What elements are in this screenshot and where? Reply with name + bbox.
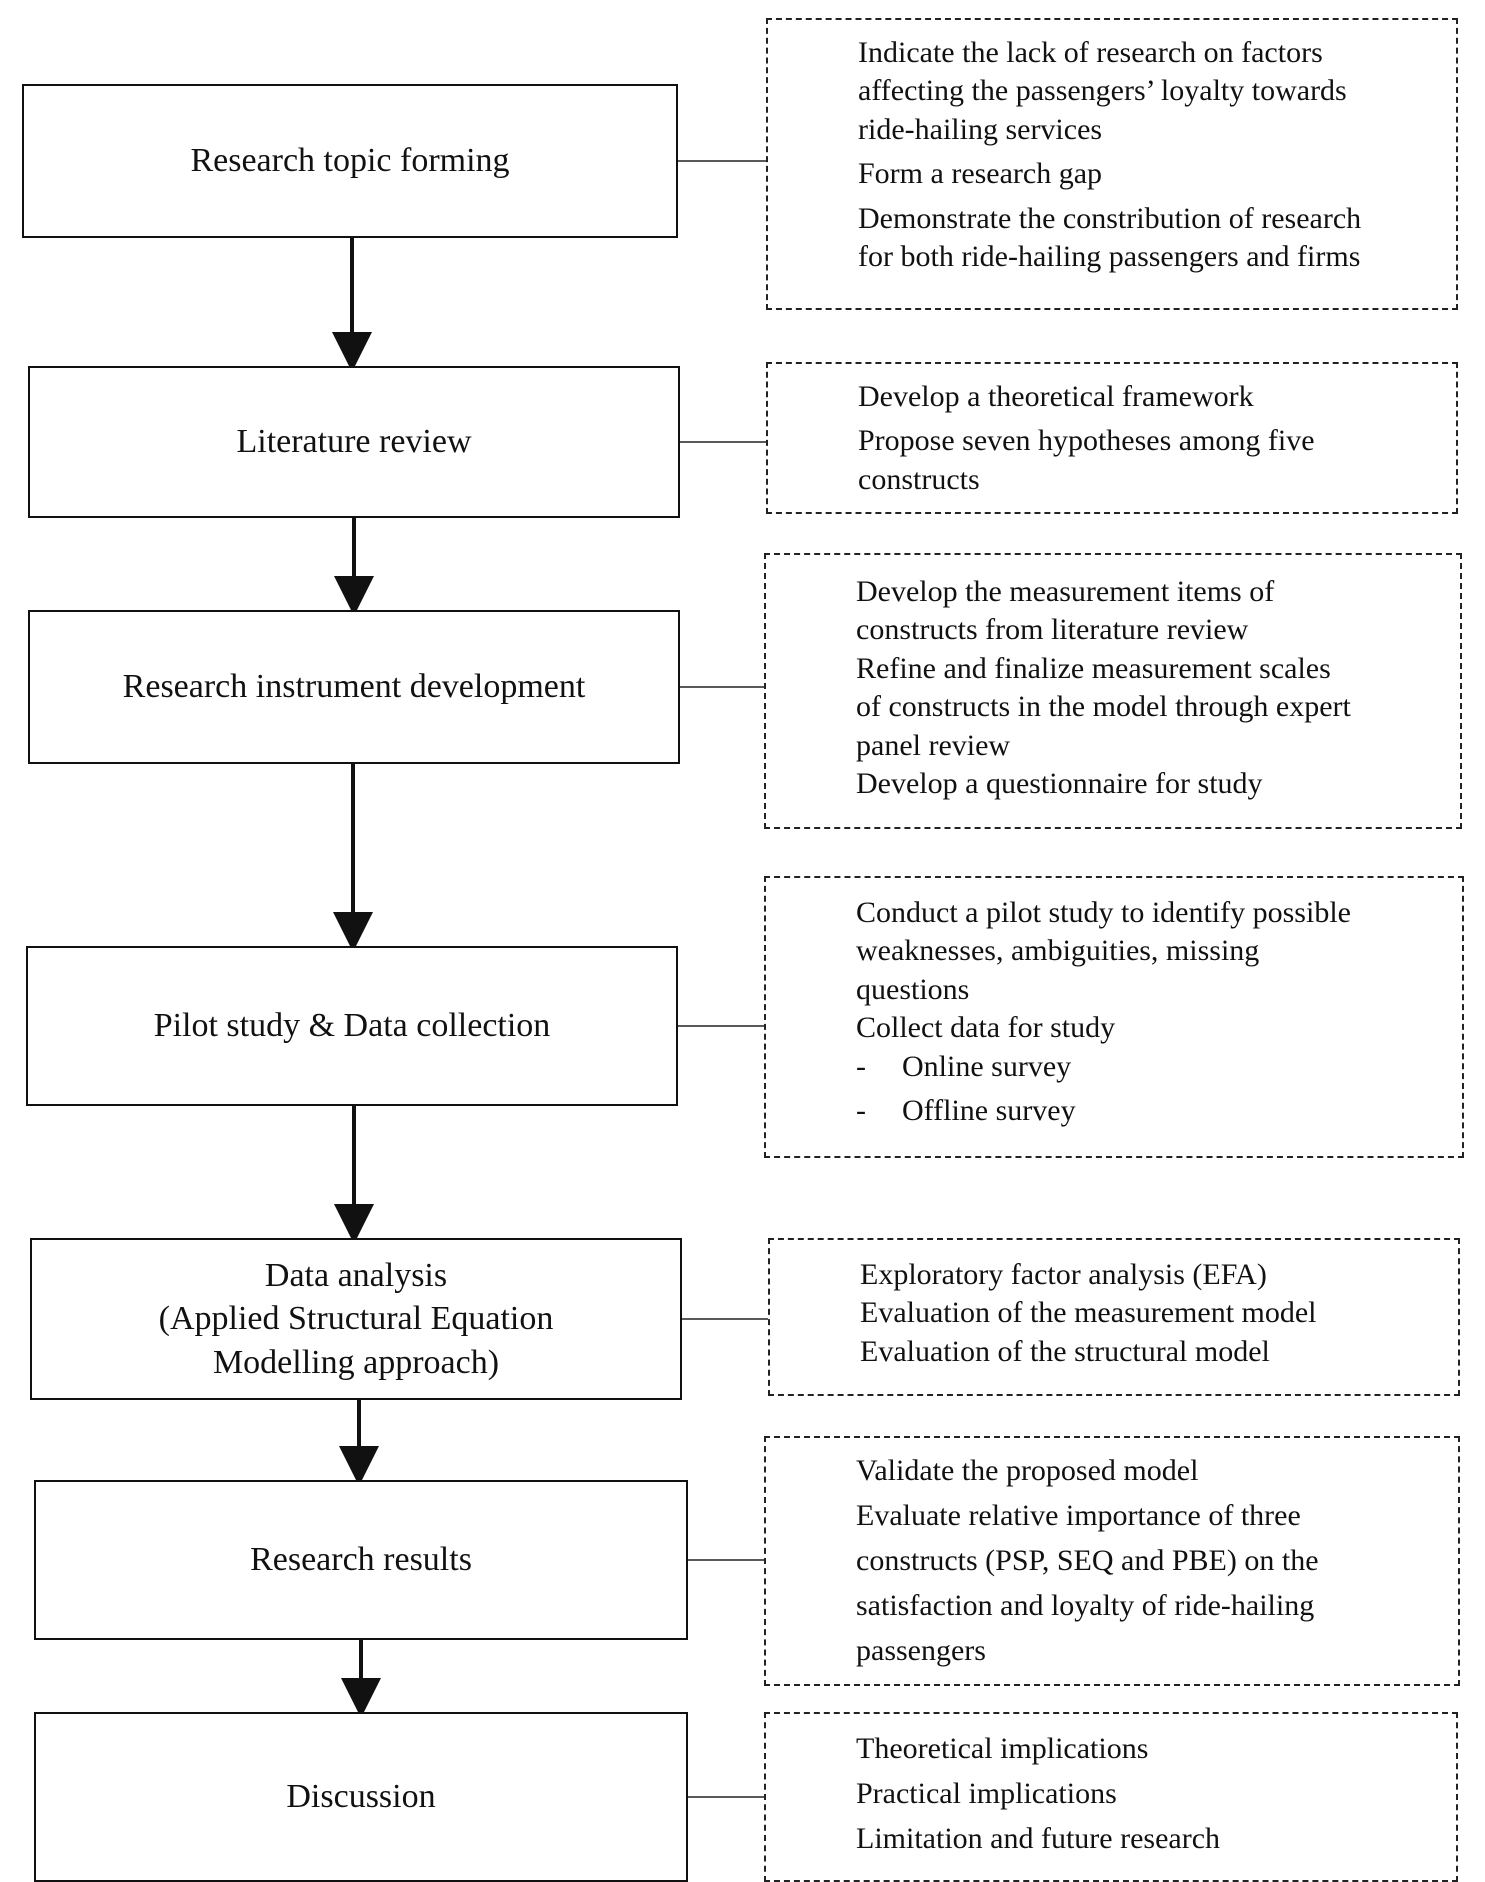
- note-line: Exploratory factor analysis (EFA): [860, 1258, 1267, 1291]
- note-line: of constructs in the model through exper…: [856, 690, 1351, 724]
- note-bullet: -Online survey: [856, 1049, 1072, 1083]
- step-research-results: Research results: [34, 1480, 688, 1640]
- note-line: constructs (PSP, SEQ and PBE) on the: [856, 1544, 1319, 1577]
- step-label: Research topic forming: [190, 142, 510, 180]
- note-line: Evaluation of the structural model: [860, 1334, 1270, 1368]
- step-literature-review: Literature review: [28, 366, 680, 518]
- step-discussion: Discussion: [34, 1712, 688, 1882]
- note-line: for both ride-hailing passengers and fir…: [858, 239, 1361, 273]
- note-line: Develop a theoretical framework: [858, 380, 1254, 413]
- note-literature-review: Develop a theoretical framework Propose …: [766, 362, 1458, 514]
- note-line: Form a research gap: [858, 157, 1103, 191]
- note-bullet: -Offline survey: [856, 1093, 1076, 1127]
- note-line: satisfaction and loyalty of ride-hailing: [856, 1589, 1315, 1622]
- step-label: Pilot study & Data collection: [153, 1007, 551, 1045]
- note-line: Propose seven hypotheses among five: [858, 424, 1315, 458]
- note-line: panel review: [856, 728, 1011, 762]
- note-line: Develop the measurement items of: [856, 575, 1275, 608]
- note-line: ride-hailing services: [858, 112, 1103, 146]
- step-pilot-study-data-collection: Pilot study & Data collection: [26, 946, 678, 1106]
- note-research-topic-forming: Indicate the lack of research on factors…: [766, 18, 1458, 310]
- note-line: Indicate the lack of research on factors: [858, 36, 1323, 69]
- note-line: Evaluation of the measurement model: [860, 1296, 1317, 1330]
- step-label: Data analysis (Applied Structural Equati…: [158, 1256, 554, 1381]
- note-line: weaknesses, ambiguities, missing: [856, 934, 1260, 968]
- note-line: Refine and finalize measurement scales: [856, 651, 1331, 685]
- bullet-text: Online survey: [902, 1049, 1072, 1083]
- step-label: Discussion: [286, 1778, 436, 1816]
- note-line: Practical implications: [856, 1777, 1117, 1810]
- note-research-results: Validate the proposed model Evaluate rel…: [764, 1436, 1460, 1686]
- note-line: Conduct a pilot study to identify possib…: [856, 896, 1351, 929]
- bullet-text: Offline survey: [902, 1093, 1076, 1127]
- note-line: affecting the passengers’ loyalty toward…: [858, 74, 1347, 108]
- step-label: Research results: [250, 1541, 472, 1579]
- step-label: Research instrument development: [122, 668, 586, 706]
- note-line: constructs from literature review: [856, 613, 1249, 647]
- note-line: Theoretical implications: [856, 1732, 1149, 1765]
- note-line: passengers: [856, 1634, 986, 1667]
- note-line: Develop a questionnaire for study: [856, 766, 1263, 800]
- note-pilot-study-data-collection: Conduct a pilot study to identify possib…: [764, 876, 1464, 1158]
- note-line: Limitation and future research: [856, 1822, 1221, 1855]
- step-label: Literature review: [236, 423, 472, 461]
- note-line: Demonstrate the constribution of researc…: [858, 201, 1362, 235]
- note-line: constructs: [858, 462, 980, 496]
- note-research-instrument-development: Develop the measurement items of constru…: [764, 553, 1462, 829]
- note-line: Validate the proposed model: [856, 1454, 1199, 1487]
- note-line: questions: [856, 972, 970, 1006]
- step-research-topic-forming: Research topic forming: [22, 84, 678, 238]
- step-research-instrument-development: Research instrument development: [28, 610, 680, 764]
- note-line: Evaluate relative importance of three: [856, 1499, 1301, 1532]
- note-line: Collect data for study: [856, 1011, 1116, 1045]
- step-data-analysis: Data analysis (Applied Structural Equati…: [30, 1238, 682, 1400]
- note-discussion: Theoretical implications Practical impli…: [764, 1712, 1458, 1882]
- note-data-analysis: Exploratory factor analysis (EFA) Evalua…: [768, 1238, 1460, 1396]
